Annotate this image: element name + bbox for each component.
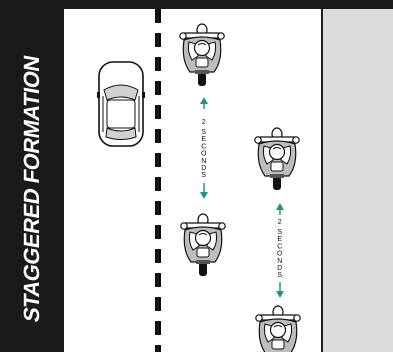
motorcycle-icon xyxy=(181,214,225,276)
arrow-down-icon xyxy=(276,291,284,298)
car-icon xyxy=(97,62,145,146)
motorcycle-icon xyxy=(256,306,300,352)
motorcycle-icon xyxy=(255,128,299,190)
arrow-down-icon xyxy=(200,192,208,199)
arrow-up-icon xyxy=(276,203,284,210)
arrow-up-icon xyxy=(200,97,208,104)
gap-seconds-number: 2 xyxy=(202,119,206,126)
gap-seconds-number: 2 xyxy=(278,219,282,226)
motorcycle-icon xyxy=(180,24,224,86)
